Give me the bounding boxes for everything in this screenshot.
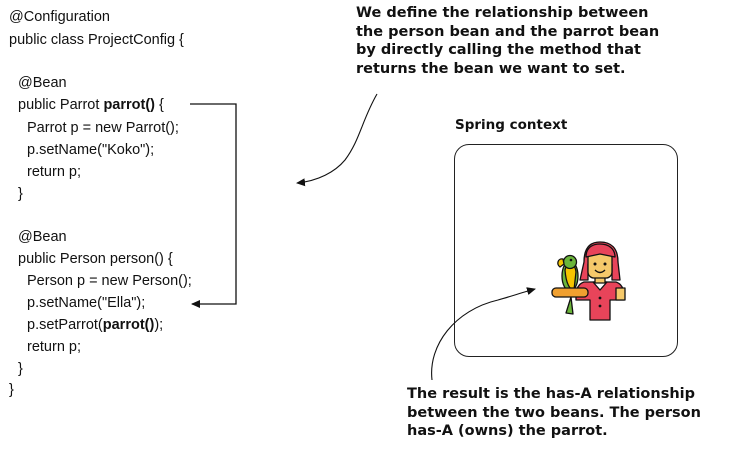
callout-top-pointer — [296, 93, 378, 187]
code-line-4-post: { — [155, 97, 164, 113]
person-icon — [551, 241, 626, 321]
code-line-12: p.setName("Ella"); — [27, 295, 146, 311]
code-line-1: @Configuration — [9, 9, 110, 25]
spring-context-box — [454, 144, 678, 357]
parrot-icon — [557, 254, 579, 315]
code-line-15: } — [18, 361, 23, 377]
code-line-10: public Person person() { — [18, 251, 173, 267]
code-line-6: p.setName("Koko"); — [27, 142, 155, 158]
code-line-13: p.setParrot(parrot()); — [27, 316, 163, 334]
code-line-13-post: ); — [154, 317, 164, 333]
code-line-4-bold: parrot() — [103, 97, 155, 113]
code-line-16: } — [9, 382, 14, 398]
code-line-4-pre: public Parrot — [18, 97, 104, 113]
code-line-2: public class ProjectConfig { — [9, 32, 184, 48]
code-line-14: return p; — [27, 339, 81, 355]
code-line-9: @Bean — [18, 229, 67, 245]
callout-bottom-pointer — [431, 287, 536, 381]
spring-context-title: Spring context — [455, 117, 568, 133]
code-line-5: Parrot p = new Parrot(); — [27, 120, 179, 136]
method-call-connector — [190, 103, 237, 308]
callout-bottom-text: The result is the has-A relationship bet… — [407, 386, 701, 439]
code-line-4: public Parrot parrot() { — [18, 96, 164, 114]
code-line-13-bold: parrot() — [102, 317, 155, 333]
code-line-11: Person p = new Person(); — [27, 273, 192, 289]
code-line-3: @Bean — [18, 75, 67, 91]
code-line-8: } — [18, 186, 23, 202]
callout-top-text: We define the relationship between the p… — [356, 5, 660, 77]
code-line-7: return p; — [27, 164, 81, 180]
code-line-13-pre: p.setParrot( — [27, 317, 103, 333]
